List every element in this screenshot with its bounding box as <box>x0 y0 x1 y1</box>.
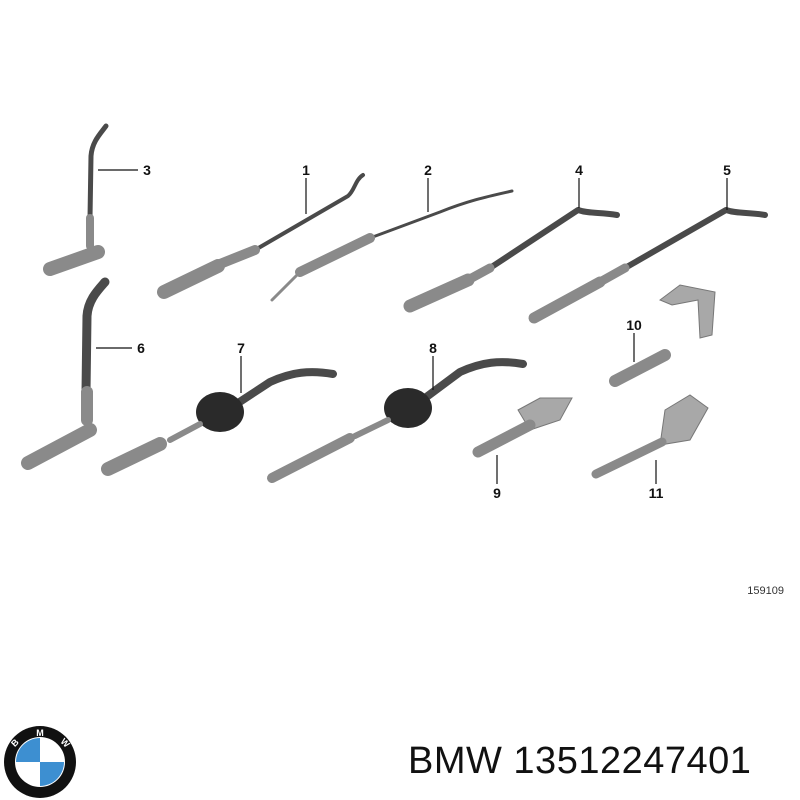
callout-5: 5 <box>723 162 731 178</box>
diagram-reference-number: 159109 <box>747 585 784 597</box>
part-6 <box>21 277 110 470</box>
part-number: BMW 13512247401 <box>408 740 752 782</box>
callout-7: 7 <box>237 340 245 356</box>
part-5 <box>528 207 768 324</box>
callout-2: 2 <box>424 162 432 178</box>
part-2 <box>270 189 514 302</box>
part-8 <box>267 358 527 483</box>
part-4 <box>403 207 620 313</box>
bmw-logo: M B W <box>4 726 76 798</box>
callout-10: 10 <box>626 317 642 333</box>
part-9 <box>472 397 573 458</box>
part-3 <box>43 123 109 276</box>
callout-9: 9 <box>493 485 501 501</box>
part-11 <box>591 394 709 479</box>
callout-11: 11 <box>649 485 664 501</box>
callout-1: 1 <box>302 162 310 178</box>
part-1 <box>157 173 365 299</box>
callout-4: 4 <box>575 162 583 178</box>
part-10 <box>609 284 716 387</box>
callout-3: 3 <box>143 162 151 178</box>
callout-8: 8 <box>429 340 437 356</box>
svg-text:M: M <box>36 728 44 738</box>
leader-lines <box>96 169 728 484</box>
callout-6: 6 <box>137 340 145 356</box>
part-7 <box>101 368 337 476</box>
